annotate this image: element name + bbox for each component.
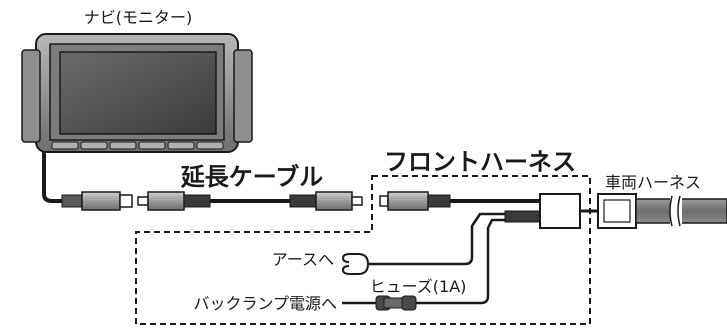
ground-terminal-icon [341,253,376,275]
vehicle-harness-connector [597,193,637,229]
monitor-buttons [51,141,224,150]
navi-monitor [21,33,253,153]
extension-cable [137,191,363,211]
fuse-label: ヒューズ(1A) [370,277,467,296]
monitor-label: ナビ(モニター) [84,8,193,27]
harness-junction-box [539,193,598,229]
vehicle-harness-label: 車両ハーネス [605,173,701,192]
ground-label: アースへ [272,250,334,269]
monitor-lead-wire [42,152,66,203]
front-harness-outline [135,175,591,325]
fuse-icon [342,295,432,311]
monitor-connector [61,191,133,211]
backlamp-power-label: バックランプ電源へ [193,294,337,313]
vehicle-harness-cable [635,195,727,227]
front-harness-connector [379,191,451,211]
extension-cable-label: 延長ケーブル [180,163,324,191]
front-harness-label: フロントハーネス [384,148,576,176]
